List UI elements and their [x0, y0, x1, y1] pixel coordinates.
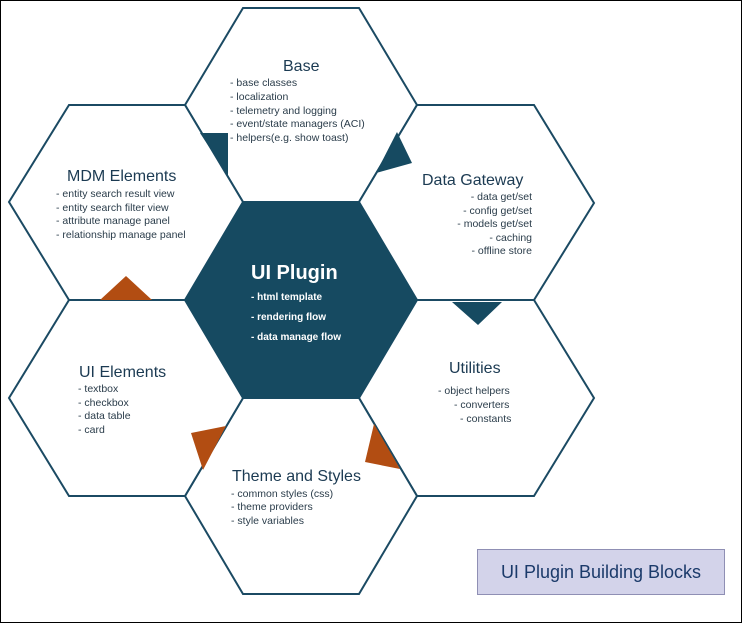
- mdm-elements-item: - attribute manage panel: [56, 215, 170, 227]
- data-gateway-item: - models get/set: [457, 218, 532, 230]
- theme-styles-title: Theme and Styles: [232, 468, 361, 485]
- ui-elements-item: - card: [78, 424, 105, 436]
- base-item: - event/state managers (ACI): [230, 118, 365, 130]
- connector-triangle: [100, 276, 152, 300]
- theme-styles-item: - style variables: [231, 515, 304, 527]
- data-gateway-item: - caching: [489, 232, 532, 244]
- connector-triangle: [376, 132, 412, 173]
- data-gateway-item: - data get/set: [470, 191, 532, 203]
- mdm-elements-item: - entity search result view: [56, 188, 175, 200]
- connector-triangle: [452, 302, 502, 325]
- data-gateway-item: - config get/set: [463, 205, 532, 217]
- ui-elements-item: - checkbox: [78, 397, 129, 409]
- ui-plugin-item: - html template: [251, 292, 323, 303]
- ui-elements-item: - textbox: [78, 383, 119, 395]
- base-title: Base: [283, 58, 320, 75]
- base-item: - helpers(e.g. show toast): [230, 132, 349, 144]
- base-item: - localization: [230, 91, 289, 103]
- ui-plugin-item: - data manage flow: [251, 332, 342, 343]
- utilities-item: - object helpers: [438, 385, 510, 397]
- ui-elements-item: - data table: [78, 410, 131, 422]
- connector-triangle: [200, 133, 228, 176]
- mdm-elements-item: - entity search filter view: [56, 202, 169, 214]
- utilities-item: - converters: [454, 399, 510, 411]
- base-item: - telemetry and logging: [230, 105, 337, 117]
- connector-triangle: [191, 426, 226, 470]
- diagram-caption: UI Plugin Building Blocks: [477, 549, 725, 595]
- mdm-elements-item: - relationship manage panel: [56, 229, 186, 241]
- utilities-title: Utilities: [449, 360, 501, 377]
- hex-ui-plugin: [184, 201, 418, 399]
- ui-elements-title: UI Elements: [79, 364, 167, 381]
- theme-styles-item: - theme providers: [231, 501, 313, 513]
- ui-plugin-item: - rendering flow: [251, 312, 326, 323]
- utilities-item: - constants: [460, 413, 512, 425]
- base-item: - base classes: [230, 77, 298, 89]
- data-gateway-item: - offline store: [471, 245, 532, 257]
- ui-plugin-title: UI Plugin: [251, 262, 338, 284]
- connector-triangle: [365, 424, 400, 469]
- theme-styles-item: - common styles (css): [231, 488, 334, 500]
- mdm-elements-title: MDM Elements: [67, 168, 177, 185]
- data-gateway-title: Data Gateway: [422, 172, 524, 189]
